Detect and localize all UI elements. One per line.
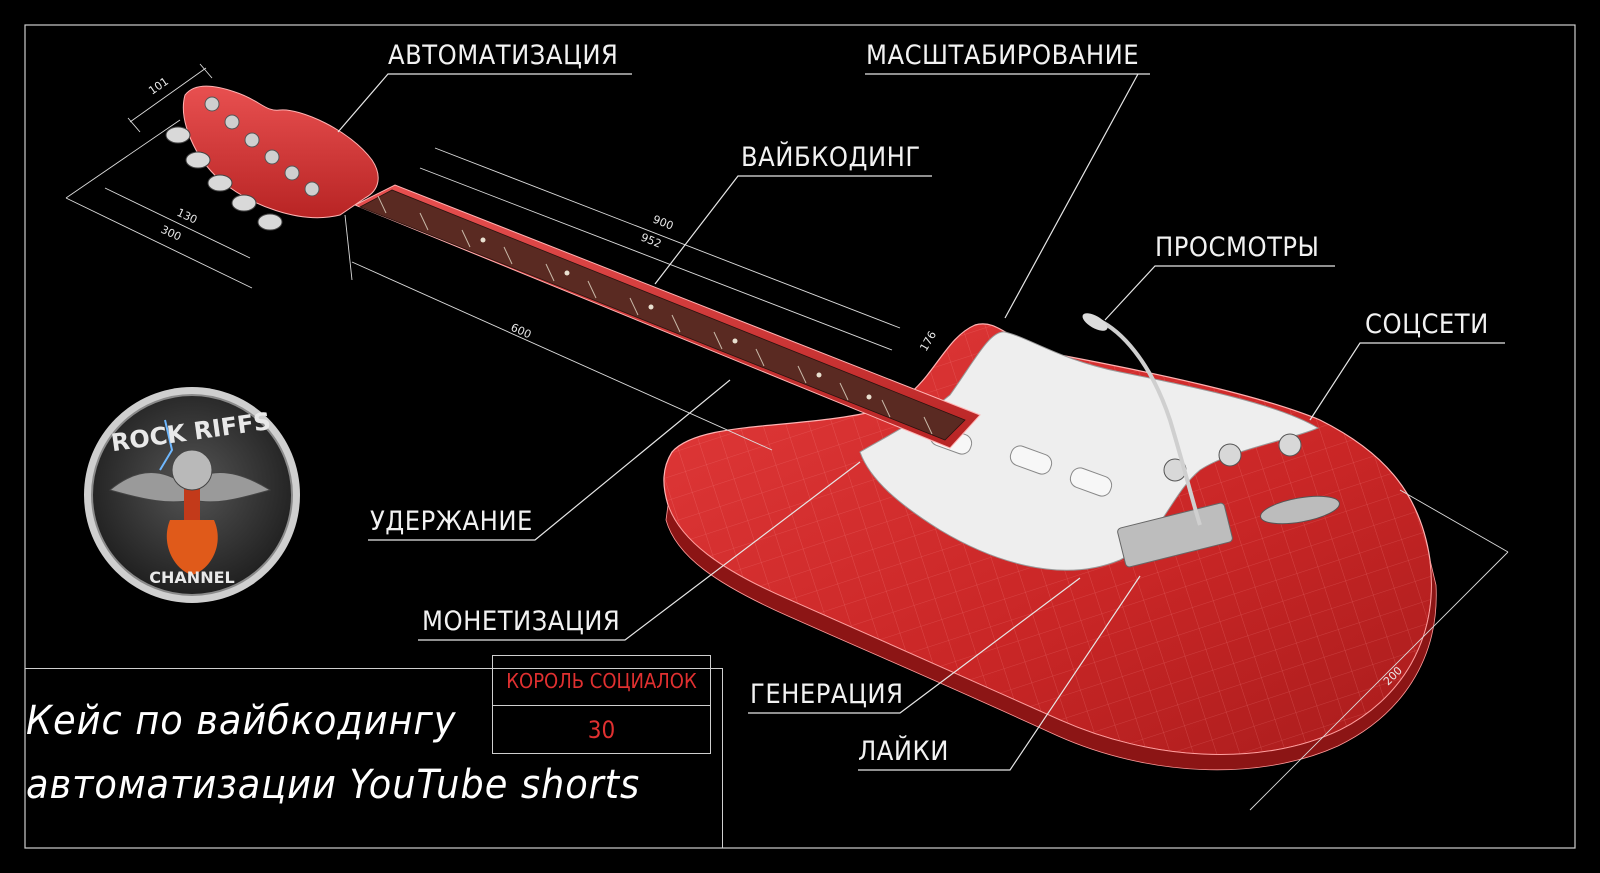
logo-bottom-text: CHANNEL [149, 568, 234, 587]
stamp-number-cell: 30 [492, 705, 711, 754]
dim-300: 300 [159, 223, 184, 244]
rock-riffs-logo: ROCK RIFFS CHANNEL [84, 387, 300, 603]
dim-952: 952 [639, 231, 663, 251]
callout-socials: СОЦСЕТИ [1365, 309, 1489, 340]
drawing-frame [24, 24, 1576, 849]
callout-generation: ГЕНЕРАЦИЯ [750, 679, 904, 710]
callout-views: ПРОСМОТРЫ [1155, 232, 1320, 263]
callout-scaling: МАСШТАБИРОВАНИЕ [866, 40, 1140, 71]
title-block [25, 668, 723, 848]
guitar-headstock [165, 85, 379, 231]
callout-retention: УДЕРЖАНИЕ [370, 506, 533, 537]
title-line-2: автоматизации YouTube shorts [26, 762, 641, 808]
callout-leaders [337, 73, 1505, 771]
dimension-lines [65, 63, 1509, 811]
dim-900: 900 [651, 213, 675, 233]
stamp-name: КОРОЛЬ СОЦИАЛОК [506, 669, 697, 693]
callout-likes: ЛАЙКИ [858, 736, 949, 767]
dim-176: 176 [917, 329, 939, 354]
stamp-number: 30 [587, 716, 616, 744]
guitar-body [663, 313, 1437, 771]
dim-600: 600 [509, 321, 533, 341]
callout-automation: АВТОМАТИЗАЦИЯ [388, 40, 619, 71]
callout-monetization: МОНЕТИЗАЦИЯ [422, 606, 621, 637]
guitar-neck [353, 184, 981, 449]
callout-vibecoding: ВАЙБКОДИНГ [741, 142, 921, 173]
dim-101: 101 [146, 75, 171, 98]
title-line-1: Кейс по вайбкодингу [26, 698, 457, 744]
stamp-name-cell: КОРОЛЬ СОЦИАЛОК [492, 655, 711, 706]
